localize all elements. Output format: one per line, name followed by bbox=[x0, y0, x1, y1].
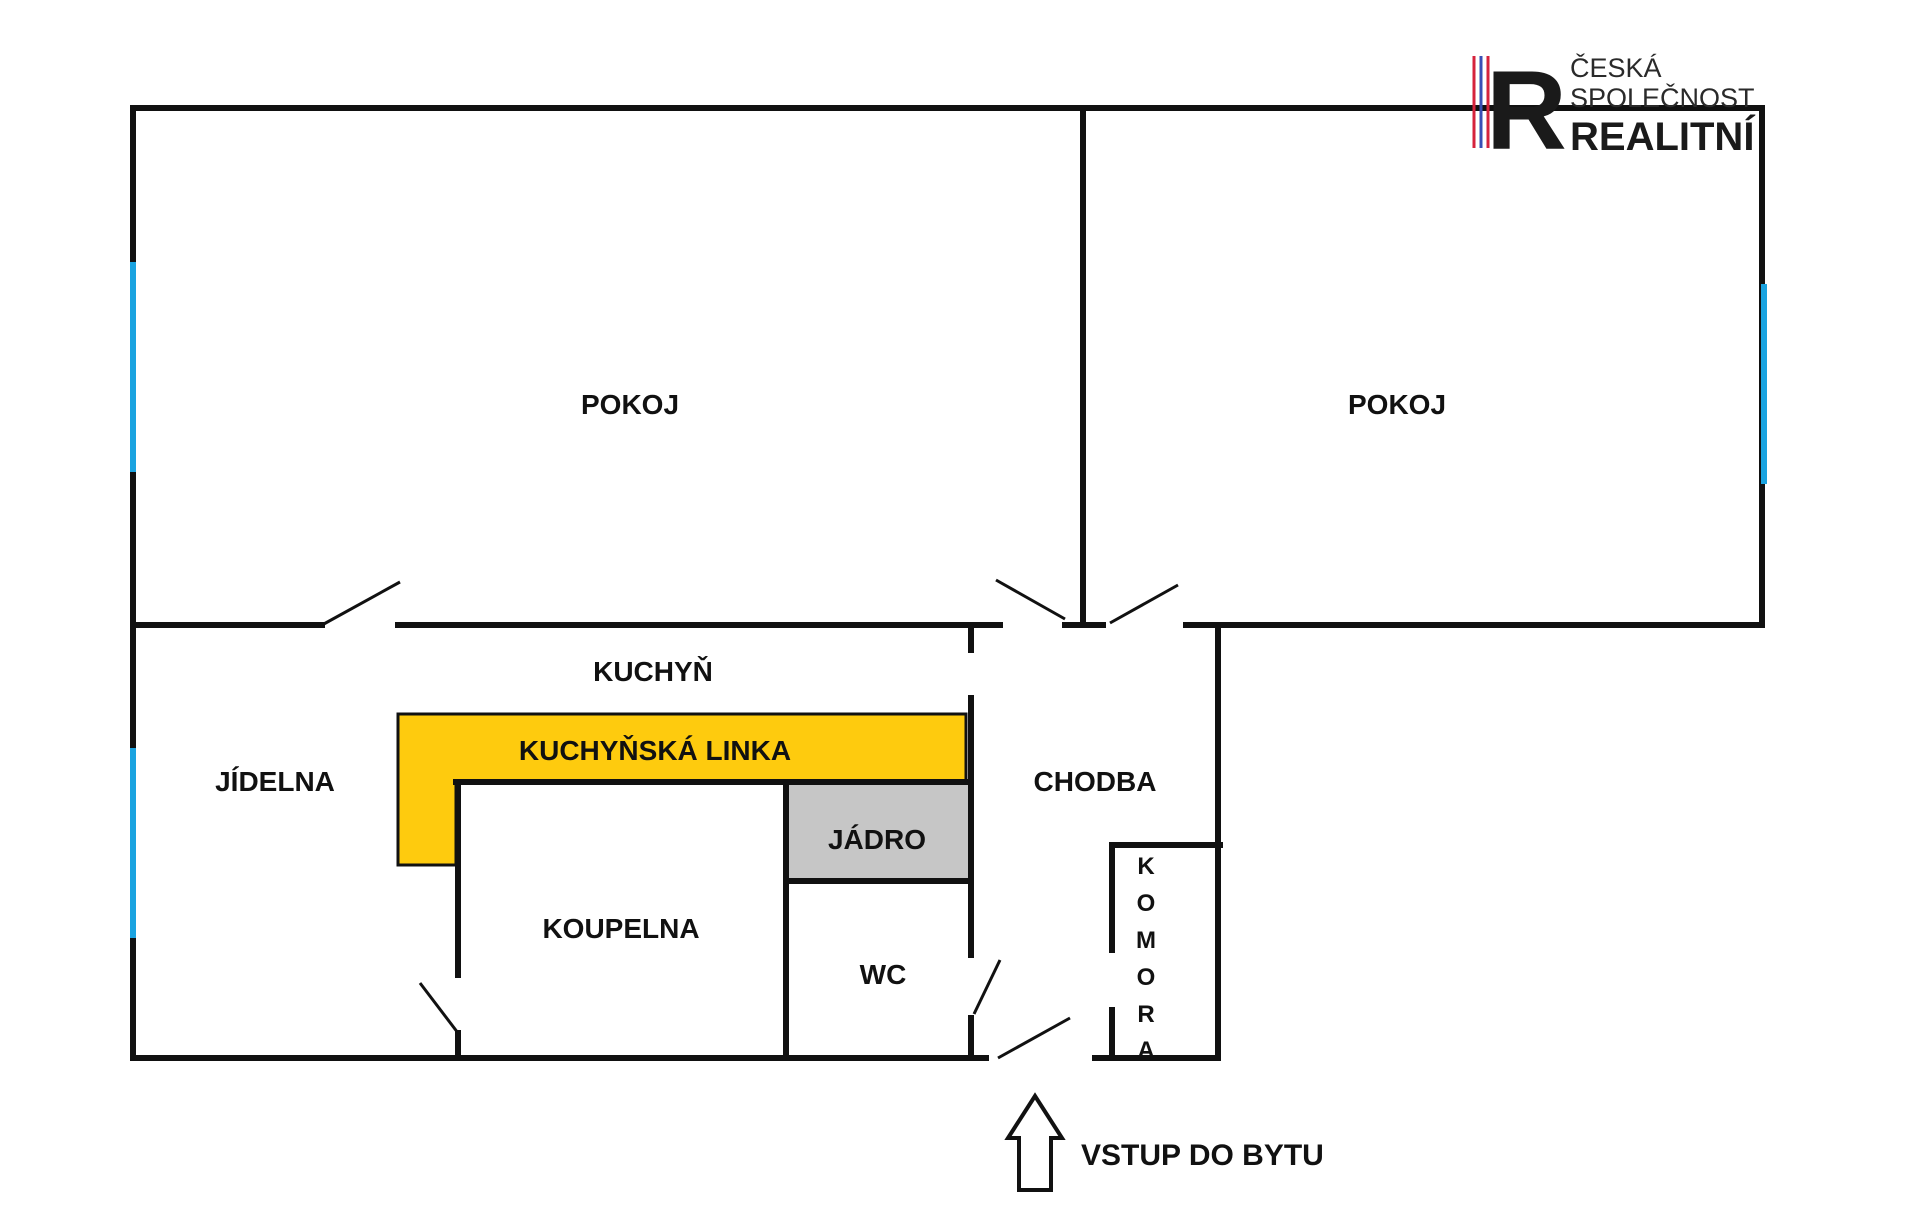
logo-line-1: ČESKÁ bbox=[1570, 52, 1662, 83]
walls bbox=[130, 105, 1765, 1061]
room-label-jidelna: JÍDELNA bbox=[215, 766, 335, 797]
logo-line-2: SPOLEČNOST bbox=[1570, 82, 1755, 113]
komora-letter: A bbox=[1137, 1037, 1154, 1064]
komora-letter: O bbox=[1137, 964, 1156, 991]
komora-letter: R bbox=[1137, 1001, 1154, 1028]
komora-letter: K bbox=[1137, 853, 1155, 880]
windows bbox=[130, 262, 1767, 938]
logo-letter: R bbox=[1486, 48, 1567, 173]
room-label-wc: WC bbox=[860, 959, 907, 990]
company-logo: R ČESKÁ SPOLEČNOST REALITNÍ bbox=[1472, 48, 1755, 173]
room-label-pokoj-left: POKOJ bbox=[581, 389, 679, 420]
kitchen-counter-label: KUCHYŇSKÁ LINKA bbox=[519, 735, 791, 766]
room-label-chodba: CHODBA bbox=[1034, 766, 1157, 797]
room-label-jadro: JÁDRO bbox=[828, 824, 926, 855]
room-label-pokoj-right: POKOJ bbox=[1348, 389, 1446, 420]
arrow-up-icon bbox=[1004, 1092, 1066, 1192]
room-label-koupelna: KOUPELNA bbox=[542, 913, 699, 944]
entrance-label: VSTUP DO BYTU bbox=[1081, 1139, 1324, 1172]
komora-letter: O bbox=[1137, 890, 1156, 917]
door-swings bbox=[321, 578, 1179, 1060]
room-label-kuchyn: KUCHYŇ bbox=[593, 656, 713, 687]
komora-letter: M bbox=[1136, 927, 1156, 954]
room-label-komora: K O M O R A bbox=[1136, 853, 1156, 1064]
core-block bbox=[786, 784, 969, 880]
logo-line-3: REALITNÍ bbox=[1570, 114, 1755, 159]
